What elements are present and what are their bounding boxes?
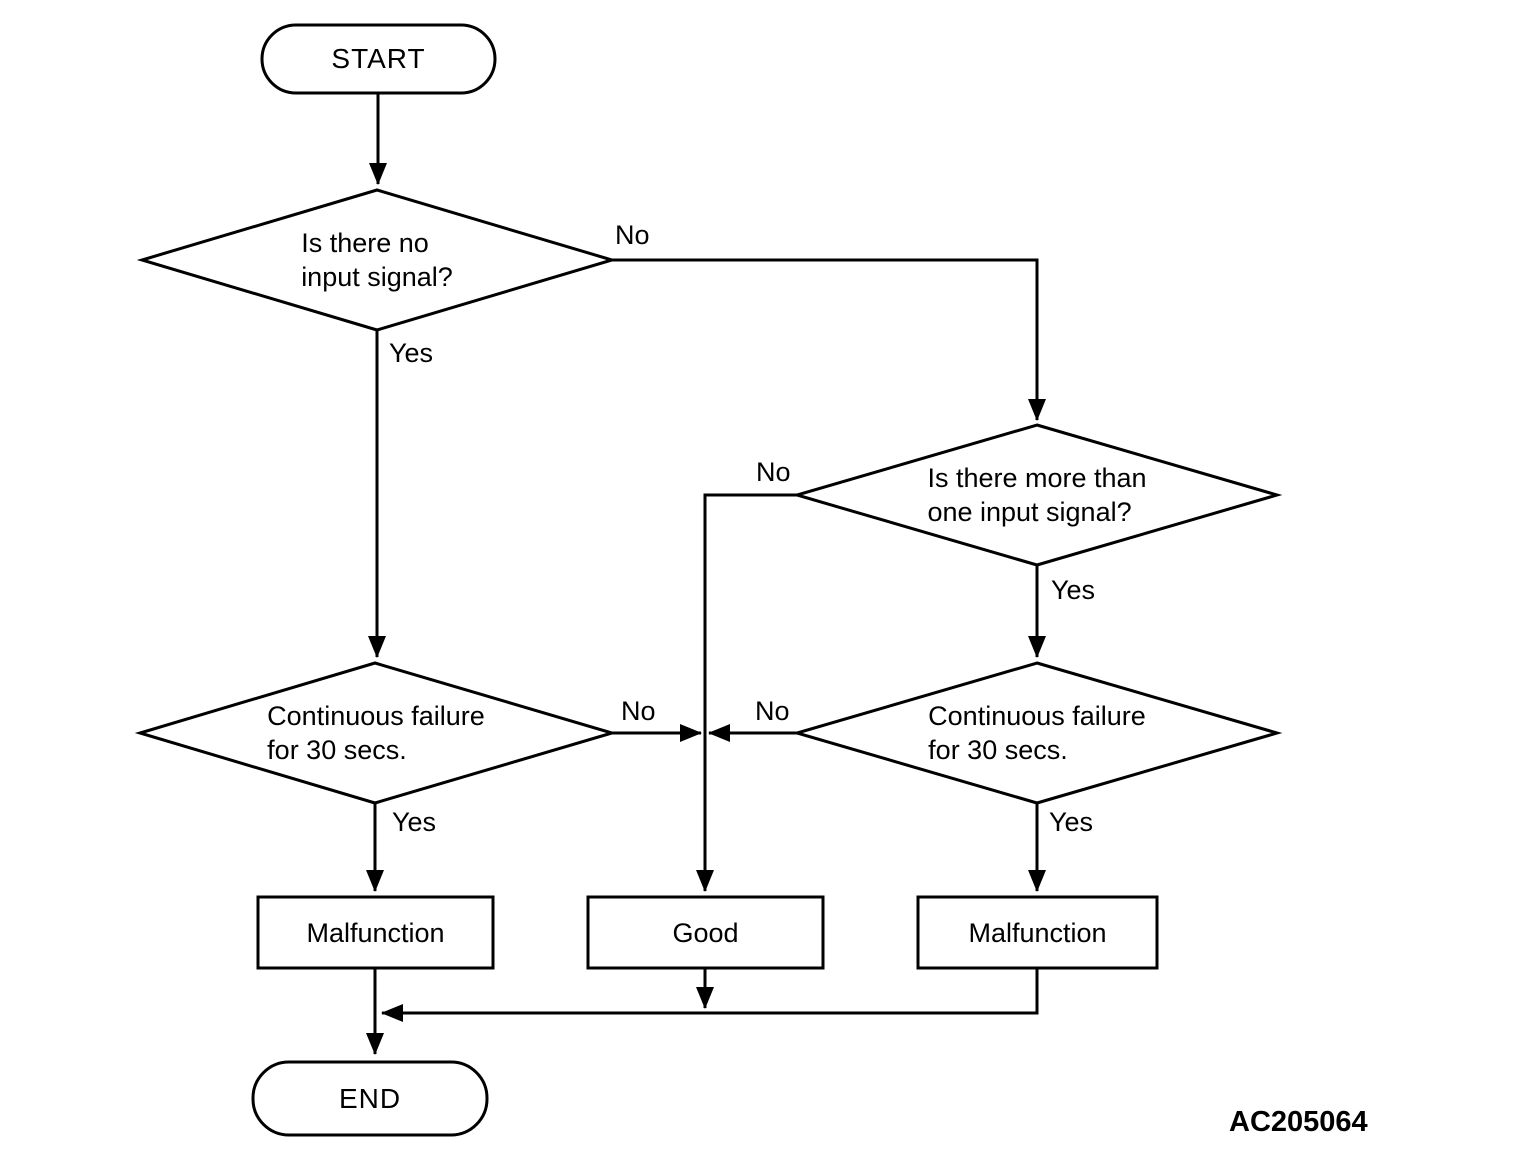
edge-decision1-no xyxy=(612,258,1046,421)
malfunction-left-label: Malfunction xyxy=(306,917,445,948)
end-node-label: END xyxy=(338,1082,402,1114)
edge-label-decision3-no: No xyxy=(621,696,656,726)
edge-label-decision4-no: No xyxy=(755,696,790,726)
decision-no-input-label: Is there no input signal? xyxy=(142,190,612,330)
good-label: Good xyxy=(672,917,739,948)
edge-malfunction-right-to-merge xyxy=(381,968,1039,1022)
decision-more-than-one-line1: Is there more than xyxy=(927,463,1147,493)
decision-failure-left-shape xyxy=(134,661,618,805)
edge-label-decision2-yes: Yes xyxy=(1051,575,1096,605)
decision-failure-left-line1: Continuous failure xyxy=(267,701,485,731)
decision-more-than-one-shape xyxy=(791,423,1283,567)
malfunction-right-label: Malfunction xyxy=(968,917,1107,948)
decision-no-input-shape xyxy=(136,188,618,332)
decision-failure-right-line2: for 30 secs. xyxy=(928,735,1068,765)
malfunction-left-shape xyxy=(256,895,495,970)
decision-failure-right-shape xyxy=(791,661,1283,805)
malfunction-right-shape xyxy=(916,895,1159,970)
good-shape xyxy=(586,895,825,970)
decision-more-than-one-line2: one input signal? xyxy=(927,497,1132,527)
decision-failure-right-line1: Continuous failure xyxy=(928,701,1146,731)
decision-more-than-one-label: Is there more than one input signal? xyxy=(797,425,1277,565)
edge-decision2-no xyxy=(696,493,797,892)
edge-label-decision1-yes: Yes xyxy=(389,338,434,368)
start-node-label: START xyxy=(331,43,426,74)
figure-code: AC205064 xyxy=(1229,1106,1368,1138)
decision-no-input-line2: input signal? xyxy=(301,262,453,292)
edge-label-decision1-no: No xyxy=(615,220,650,250)
decision-failure-right-label: Continuous failure for 30 secs. xyxy=(797,663,1277,803)
start-node-shape xyxy=(260,23,497,95)
decision-failure-left-label: Continuous failure for 30 secs. xyxy=(140,663,612,803)
edge-label-decision4-yes: Yes xyxy=(1049,807,1094,837)
decision-no-input-line1: Is there no xyxy=(301,228,429,258)
end-node-shape xyxy=(251,1060,489,1137)
edge-label-decision3-yes: Yes xyxy=(392,807,437,837)
edge-label-decision2-no: No xyxy=(756,457,791,487)
decision-failure-left-line2: for 30 secs. xyxy=(267,735,407,765)
